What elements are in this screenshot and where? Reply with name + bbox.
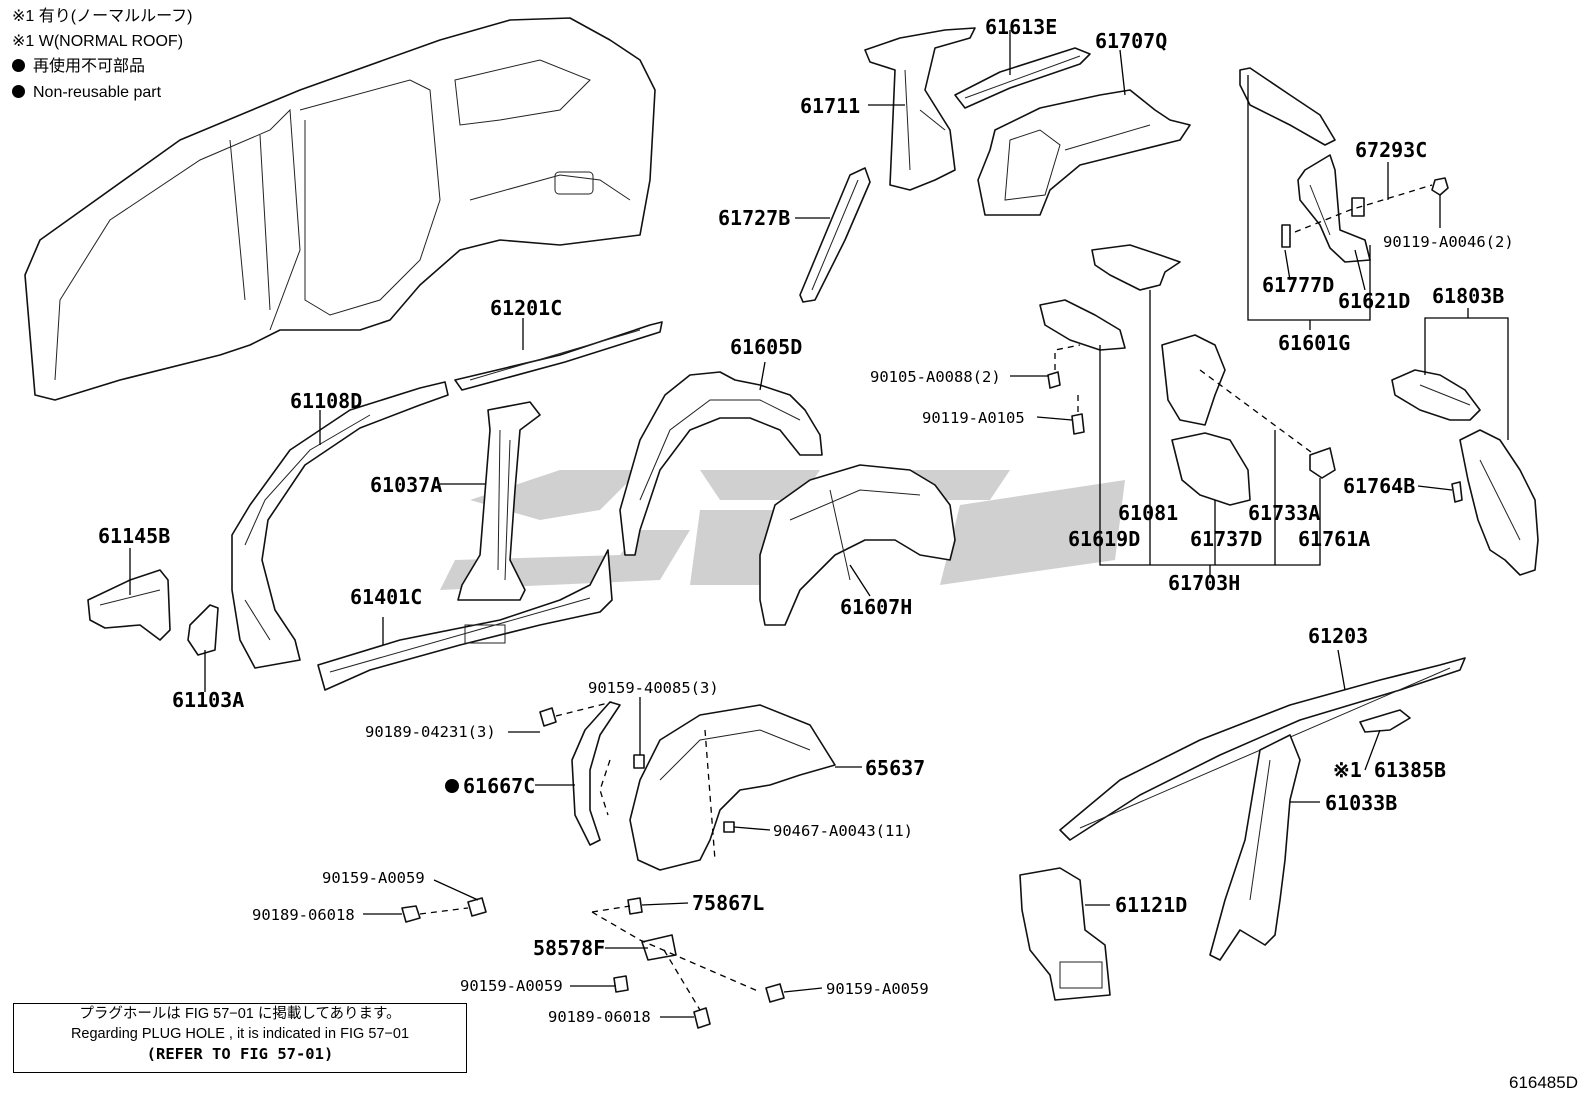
part-61103A-drawing	[187, 604, 219, 656]
part-61385B-drawing	[1359, 709, 1411, 733]
part-61667C-drawing	[571, 701, 621, 846]
label-90159-A0059-b[interactable]: 90159-A0059	[460, 977, 563, 995]
part-61121D-drawing	[1019, 867, 1111, 1001]
plug-hole-note-box: プラグホールは FIG 57−01 に掲載してあります。 Regarding P…	[13, 1003, 467, 1073]
part-61727B-drawing	[799, 167, 871, 303]
label-65637[interactable]: 65637	[865, 756, 925, 780]
label-90189-06018-a[interactable]: 90189-06018	[252, 906, 355, 924]
label-61764B[interactable]: 61764B	[1343, 474, 1415, 498]
label-58578F[interactable]: 58578F	[533, 936, 605, 960]
label-61037A[interactable]: 61037A	[370, 473, 442, 497]
label-61703H[interactable]: 61703H	[1168, 571, 1240, 595]
label-61201C[interactable]: 61201C	[490, 296, 562, 320]
part-61108D-drawing	[231, 381, 449, 669]
label-61727B[interactable]: 61727B	[718, 206, 790, 230]
label-61619D[interactable]: 61619D	[1068, 527, 1140, 551]
label-61385B[interactable]: ※1 61385B	[1333, 758, 1446, 782]
leader-lines	[129, 30, 1509, 1018]
label-90159-A0059-a[interactable]: 90159-A0059	[322, 869, 425, 887]
legend-nonreusable-jp-text: 再使用不可部品	[33, 58, 146, 75]
label-90189-04231[interactable]: 90189-04231(3)	[365, 723, 496, 741]
note-line-en: Regarding PLUG HOLE , it is indicated in…	[70, 1026, 410, 1042]
legend-nonreusable-en-text: Non-reusable part	[33, 84, 162, 101]
part-61613E-drawing	[954, 47, 1091, 109]
part-61201C-drawing	[454, 321, 663, 391]
part-61033B-drawing	[1209, 734, 1301, 961]
label-61711[interactable]: 61711	[800, 94, 860, 118]
nonreusable-61667C-dot-icon	[445, 779, 459, 793]
part-61601G-group-drawing	[1239, 67, 1449, 263]
part-labels: 61613E 61707Q 61711 61727B 67293C 90119-…	[98, 15, 1514, 1026]
label-61121D[interactable]: 61121D	[1115, 893, 1187, 917]
label-61033B[interactable]: 61033B	[1325, 791, 1397, 815]
label-61145B[interactable]: 61145B	[98, 524, 170, 548]
label-75867L[interactable]: 75867L	[692, 891, 764, 915]
nonreusable-dot-icon	[12, 85, 25, 98]
label-61777D[interactable]: 61777D	[1262, 273, 1334, 297]
label-90119-A0105[interactable]: 90119-A0105	[922, 409, 1025, 427]
legend-nonreusable-jp: 再使用不可部品	[12, 56, 145, 78]
label-90467-A0043[interactable]: 90467-A0043(11)	[773, 822, 913, 840]
part-61145B-drawing	[87, 569, 171, 641]
legend-note1-jp: ※1 有り(ノーマルルーフ)	[12, 8, 193, 25]
label-90159-40085[interactable]: 90159-40085(3)	[588, 679, 719, 697]
label-90189-06018-b[interactable]: 90189-06018	[548, 1008, 651, 1026]
nonreusable-dot-icon	[12, 59, 25, 72]
label-61601G[interactable]: 61601G	[1278, 331, 1350, 355]
part-61803B-group-drawing	[1391, 369, 1539, 576]
label-61667C[interactable]: 61667C	[463, 774, 535, 798]
label-61621D[interactable]: 61621D	[1338, 289, 1410, 313]
legend-note1-en: ※1 W(NORMAL ROOF)	[12, 33, 184, 50]
label-61707Q[interactable]: 61707Q	[1095, 29, 1167, 53]
watermark-logo	[440, 470, 1125, 590]
label-90119-A0046[interactable]: 90119-A0046(2)	[1383, 233, 1514, 251]
part-61707Q-drawing	[977, 89, 1191, 216]
label-61203[interactable]: 61203	[1308, 624, 1368, 648]
label-67293C[interactable]: 67293C	[1355, 138, 1427, 162]
note-line-ref[interactable]: (REFER TO FIG 57-01)	[146, 1045, 334, 1063]
part-61703H-group-drawing	[1039, 244, 1336, 506]
label-61737D[interactable]: 61737D	[1190, 527, 1262, 551]
fastener-clips-drawing	[401, 701, 785, 1029]
label-61761A[interactable]: 61761A	[1298, 527, 1370, 551]
note-line-jp: プラグホールは FIG 57−01 に掲載してあります。	[79, 1006, 401, 1022]
label-61733A[interactable]: 61733A	[1248, 501, 1320, 525]
body-side-outer-panel	[24, 17, 656, 401]
label-61401C[interactable]: 61401C	[350, 585, 422, 609]
part-61401C-drawing	[317, 549, 613, 691]
label-61613E[interactable]: 61613E	[985, 15, 1057, 39]
label-61607H[interactable]: 61607H	[840, 595, 912, 619]
label-61605D[interactable]: 61605D	[730, 335, 802, 359]
part-65637-drawing	[629, 704, 836, 871]
label-90105-A0088[interactable]: 90105-A0088(2)	[870, 368, 1001, 386]
label-61803B[interactable]: 61803B	[1432, 284, 1504, 308]
part-61037A-drawing	[457, 401, 541, 601]
part-61605D-drawing	[619, 371, 823, 556]
part-61607H-drawing	[759, 464, 956, 626]
label-90159-A0059-c[interactable]: 90159-A0059	[826, 980, 929, 998]
label-61103A[interactable]: 61103A	[172, 688, 244, 712]
label-61108D[interactable]: 61108D	[290, 389, 362, 413]
figure-code: 616485D	[1508, 1073, 1578, 1092]
part-61711-drawing	[864, 27, 976, 191]
legend-nonreusable-en: Non-reusable part	[12, 82, 161, 104]
label-61081[interactable]: 61081	[1118, 501, 1178, 525]
